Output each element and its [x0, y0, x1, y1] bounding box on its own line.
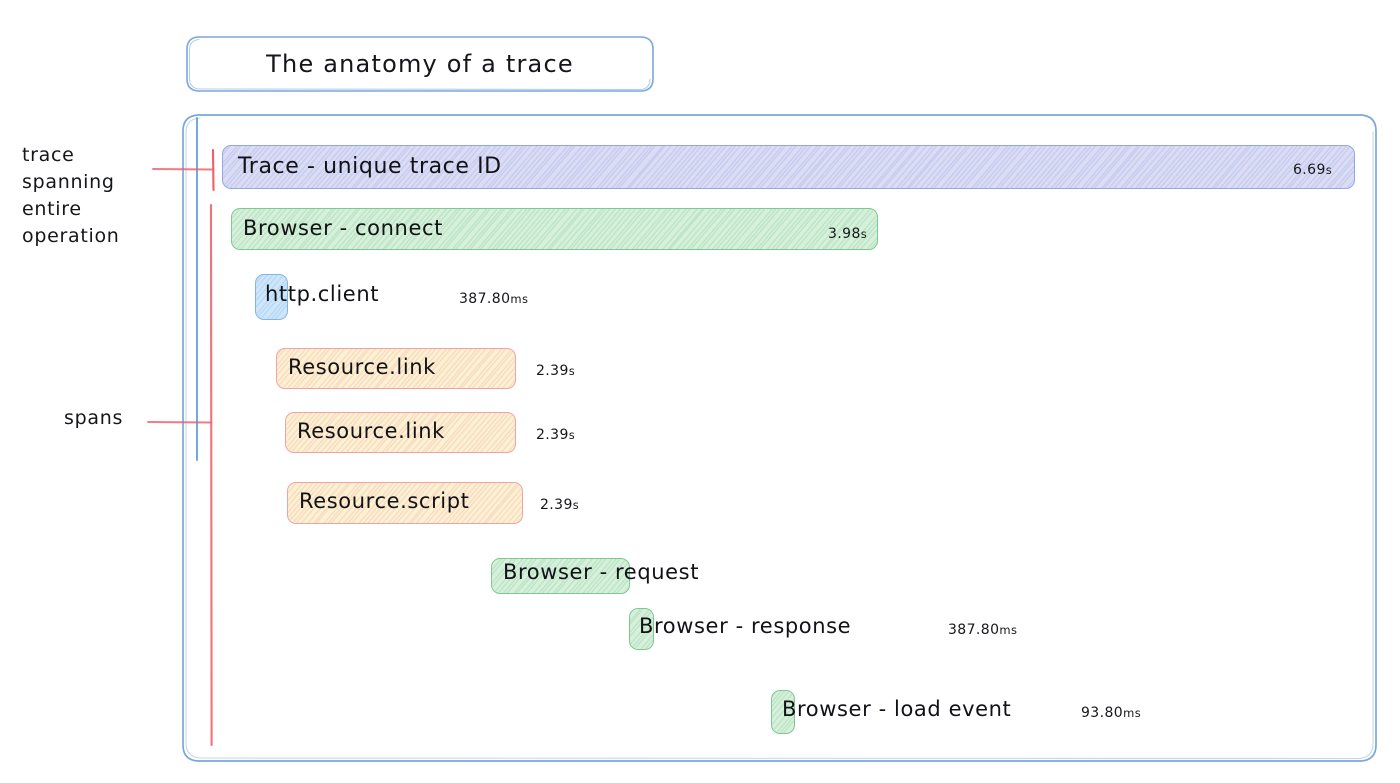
duration-value: 6.69 [1293, 162, 1326, 178]
duration-value: 2.39 [540, 497, 573, 513]
duration-unit: ms [1123, 706, 1141, 720]
span-duration: 387.80ms [948, 623, 1017, 637]
duration-unit: s [861, 227, 867, 241]
trace-duration: 6.69s [1293, 163, 1332, 177]
span-duration: 2.39s [540, 498, 579, 512]
span-duration: 2.39s [536, 364, 575, 378]
span-duration: 387.80ms [459, 292, 528, 306]
duration-unit: ms [510, 292, 528, 306]
span-label: Resource.script [299, 491, 470, 512]
duration-value: 3.98 [828, 226, 861, 242]
duration-unit: s [569, 428, 575, 442]
span-duration: 93.80ms [1081, 706, 1141, 720]
page-title: The anatomy of a trace [186, 36, 654, 92]
trace-label: Trace - unique trace ID [238, 156, 502, 178]
title-card: The anatomy of a trace [186, 36, 654, 92]
span-label: Browser - request [503, 562, 699, 583]
duration-value: 2.39 [536, 363, 569, 379]
span-label: Browser - response [639, 616, 851, 637]
span-label: Resource.link [297, 421, 445, 442]
duration-value: 2.39 [536, 427, 569, 443]
span-label: Browser - connect [243, 218, 443, 239]
duration-unit: s [573, 498, 579, 512]
span-duration: 2.39s [536, 428, 575, 442]
duration-unit: s [1326, 163, 1332, 177]
span-label: Resource.link [288, 357, 436, 378]
duration-unit: ms [999, 623, 1017, 637]
duration-value: 93.80 [1081, 705, 1123, 721]
spans-annotation: spans [64, 405, 184, 432]
duration-unit: s [569, 364, 575, 378]
duration-value: 387.80 [459, 291, 510, 307]
span-label: http.client [265, 284, 379, 305]
trace-annotation: trace spanning entire operation [22, 142, 172, 250]
duration-value: 387.80 [948, 622, 999, 638]
span-duration: 3.98s [828, 227, 867, 241]
span-label: Browser - load event [782, 699, 1011, 720]
